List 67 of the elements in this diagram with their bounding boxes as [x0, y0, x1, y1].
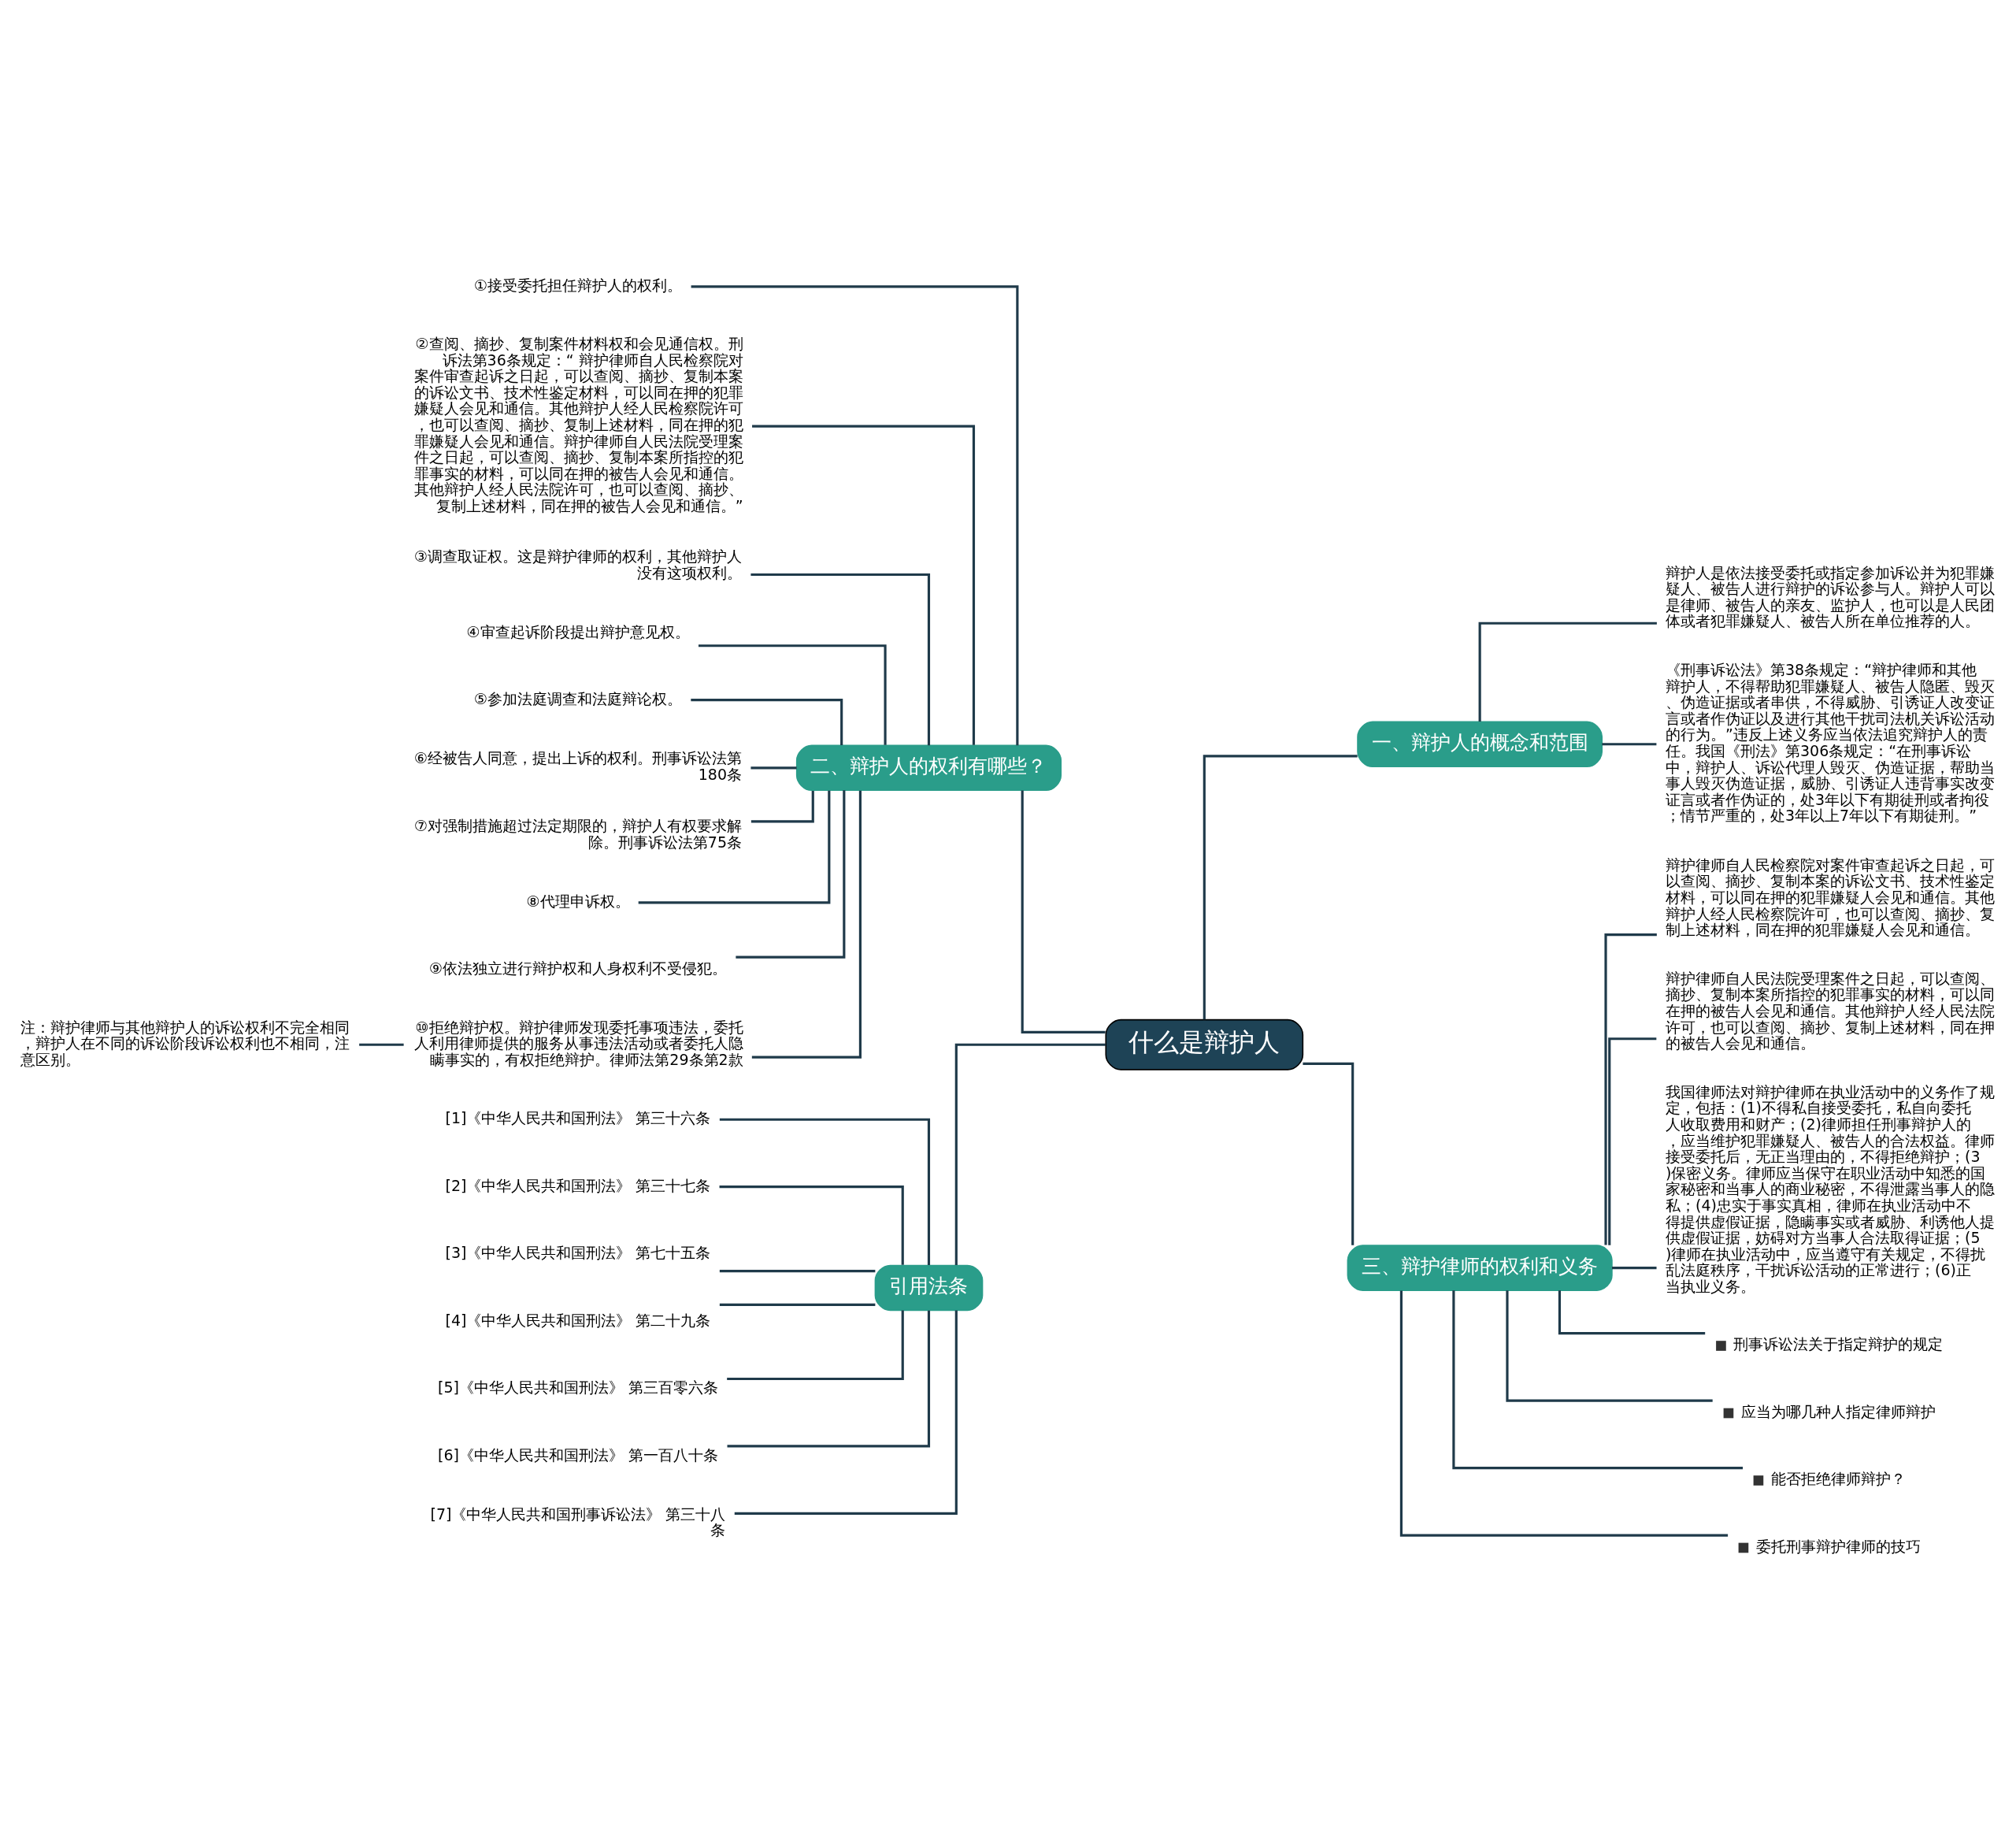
connector: [736, 789, 846, 959]
node-text: 我国律师法对辩护律师在执业活动中的义务作了规定，包括：(1)不得私自接受委托，私自向委托人收取费用和财产；(2)律师担任刑事辩护人的，应当维护犯罪嫌疑人、被告人的合法权益。律师接受委托后，无正当理由的，不得拒绝辩护；(3)保密义务。律师应当保守在职业活动中知悉的国家秘密和当事人的商业秘密，不得泄露当事人的隐私；(4)忠实于事实真相，律师在执业活动中不得提供虚假证据，隐瞒事实或者威胁、利诱他人提供虚假证据，妨碍对方当事人合法取得证据；(5)律师在执业活动中，应当遵守有关规定，不得扰乱法庭秩序，干扰诉讼活动的正常进行；(6)正当执业义务。: [1666, 1082, 1995, 1295]
node-text: 辩护律师自人民检察院对案件审查起诉之日起，可以查阅、摘抄、复制本案的诉讼文书、技术性鉴定材料，可以同在押的犯罪嫌疑人会见和通信。其他辩护人经人民检察院许可，也可以查阅、摘抄、复制上述材料，同在押的犯罪嫌疑人会见和通信。: [1666, 855, 1995, 938]
node-text: 《刑事诉讼法》第38条规定：“辩护律师和其他辩护人，不得帮助犯罪嫌疑人、被告人隐匿、毁灭、伪造证据或者串供，不得威胁、引诱证人改变证言或者作伪证以及进行其他干扰司法机关诉讼活动的行为。”违反上述义务应当依法追究辩护人的责任。我国《刑法》第306条规定：“在刑事诉讼中，辩护人、诉讼代理人毁灭、伪造证据，帮助当事人毁灭伪造证据，威胁、引诱证人违背事实改变证言或者作伪证的，处3年以下有期徒刑或者拘役；情节严重的，处3年以上7年以下有期徒刑。”: [1666, 660, 1995, 824]
connector: [691, 284, 1019, 745]
node-label: 应当为哪几种人指定律师辩护: [1740, 1402, 1936, 1420]
connector: [719, 1185, 904, 1265]
connector: [719, 1118, 931, 1265]
node-text: [4]《中华人民共和国刑法》 第二十九条: [445, 1311, 711, 1329]
connector: [1021, 789, 1106, 1033]
connector: [727, 1310, 931, 1448]
node-text: ④审查起诉阶段提出辩护意见权。: [466, 622, 690, 640]
node-label: 委托刑事辩护律师的技巧: [1755, 1537, 1921, 1555]
node-text: [3]《中华人民共和国刑法》 第七十五条: [445, 1243, 711, 1261]
connector: [719, 1303, 876, 1306]
node-box: 什么是辩护人: [1105, 1019, 1304, 1070]
node-text: ⑩拒绝辩护权。辩护律师发现委托事项违法，委托人利用律师提供的服务从事违法活动或者委托人隐瞒事实的，有权拒绝辩护。律师法第29条第2款: [413, 1018, 743, 1068]
node-text: [7]《中华人民共和国刑事诉讼法》 第三十八条: [430, 1505, 726, 1538]
connector: [1608, 1037, 1657, 1245]
connector: [1399, 1290, 1729, 1537]
connector: [1506, 1289, 1713, 1402]
connector: [727, 1310, 904, 1380]
connector: [691, 698, 843, 745]
node-box: 一、辩护人的概念和范围: [1357, 721, 1603, 767]
node-text: ⑥经被告人同意，提出上诉的权利。刑事诉讼法第180条: [414, 748, 743, 783]
connector: [752, 425, 976, 745]
node-box: [1738, 1542, 1749, 1553]
connector: [638, 790, 831, 904]
node-text: [6]《中华人民共和国刑法》 第一百八十条: [438, 1445, 718, 1464]
connector: [750, 766, 797, 769]
node-text: ⑤参加法庭调查和法庭辩论权。: [474, 689, 683, 707]
connector: [359, 1043, 404, 1046]
node-text: ⑧代理申诉权。: [526, 892, 630, 910]
node-text: ②查阅、摘抄、复制案件材料权和会见通信权。刑诉法第36条规定：“ 辩护律师自人民检察院对案件审查起诉之日起，可以查阅、摘抄、复制本案的诉讼文书、技术性鉴定材料，可以同在押的犯罪嫌疑人会见和通信。其他辩护人经人民检察院许可，也可以查阅、摘抄、复制上述材料，同在押的犯罪嫌疑人会见和通信。辩护律师自人民法院受理案件之日起，可以查阅、摘抄、复制本案所指控的犯罪事实的材料，可以同在押的被告人会见和通信。其他辩护人经人民法院许可，也可以查阅、摘抄、复制上述材料，同在押的被告人会见和通信。”: [413, 334, 743, 514]
node-text: [2]《中华人民共和国刑法》 第三十七条: [445, 1176, 711, 1194]
connector: [1558, 1289, 1706, 1334]
node-box: [1716, 1340, 1726, 1351]
node-text: ⑨依法独立进行辩护权和人身权利不受侵犯。: [429, 959, 728, 977]
connector: [719, 1269, 876, 1272]
connector: [954, 1043, 1106, 1265]
node-box: 二、辩护人的权利有哪些？: [795, 744, 1062, 791]
connector: [1611, 1266, 1657, 1269]
connector: [1602, 742, 1657, 745]
connector: [750, 573, 931, 745]
connector: [751, 790, 862, 1059]
node-box: [1723, 1408, 1734, 1418]
node-text: ⑦对强制措施超过法定期限的，辩护人有权要求解除。刑事诉讼法第75条: [414, 816, 743, 851]
node-text: ①接受委托担任辩护人的权利。: [474, 276, 683, 294]
connector: [1604, 933, 1657, 1245]
connector: [734, 1309, 958, 1515]
node-text: 注：辩护律师与其他辩护人的诉讼权利不完全相同，辩护人在不同的诉讼阶段诉讼权利也不相同，注意区别。: [20, 1018, 350, 1068]
node-text: 辩护律师自人民法院受理案件之日起，可以查阅、摘抄、复制本案所指控的犯罪事实的材料，可以同在押的被告人会见和通信。其他辩护人经人民法院许可，也可以查阅、摘抄、复制上述材料，同在押的被告人会见和通信。: [1666, 969, 1995, 1052]
node-text: ③调查取证权。这是辩护律师的权利，其他辩护人没有这项权利。: [414, 547, 743, 581]
node-box: 引用法条: [874, 1264, 984, 1311]
connector: [1452, 1289, 1744, 1469]
connector: [699, 644, 887, 745]
node-box: [1753, 1475, 1764, 1486]
node-text: [5]《中华人民共和国刑法》 第三百零六条: [438, 1378, 718, 1396]
connector: [1203, 754, 1358, 1019]
node-text: 辩护人是依法接受委托或指定参加诉讼并为犯罪嫌疑人、被告人进行辩护的诉讼参与人。辩护人可以是律师、被告人的亲友、监护人，也可以是人民团体或者犯罪嫌疑人、被告人所在单位推荐的人。: [1666, 563, 1995, 629]
node-text: [1]《中华人民共和国刑法》 第三十六条: [445, 1108, 711, 1126]
node-label: 刑事诉讼法关于指定辩护的规定: [1733, 1334, 1944, 1352]
node-box: 三、辩护律师的权利和义务: [1347, 1244, 1613, 1291]
node-label: 能否拒绝律师辩护？: [1770, 1469, 1906, 1487]
connector: [1303, 1062, 1354, 1245]
connector: [750, 790, 814, 822]
connector: [1478, 622, 1657, 722]
